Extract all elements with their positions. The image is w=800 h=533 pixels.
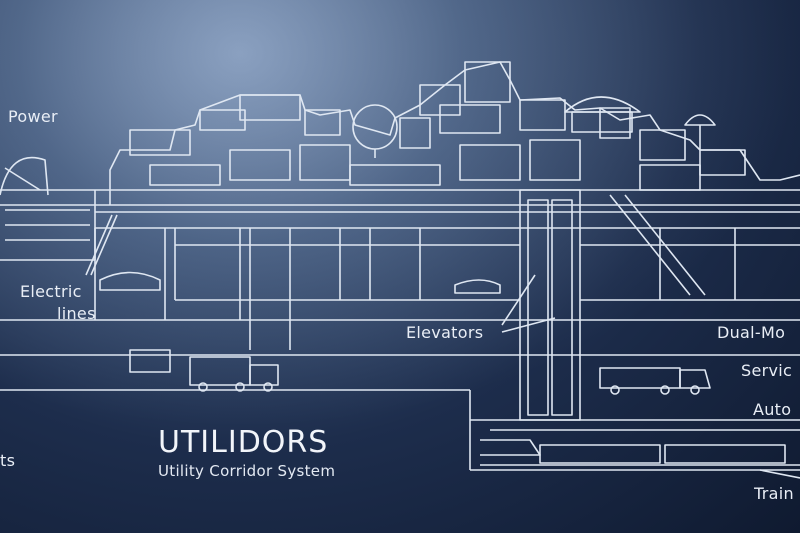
elevators-label: Elevators [406,323,484,342]
auto-label: Auto [753,400,792,419]
electric-lines-label-line2: lines [57,304,96,323]
electric-lines-label-line1: Electric [20,282,82,301]
dual-mode-label: Dual-Mo [717,323,786,342]
service-label: Servic [741,361,793,380]
diagram-subtitle: Utility Corridor System [158,462,336,480]
surface-buildings [0,61,800,205]
service-trucks [129,349,711,395]
diagram-title: UTILIDORS [158,425,329,460]
train-level [469,390,800,479]
power-label: Power [8,107,58,126]
utilidor-corridors [0,194,800,391]
train-label: Train [754,484,794,503]
left-edge-label: ts [0,451,16,470]
